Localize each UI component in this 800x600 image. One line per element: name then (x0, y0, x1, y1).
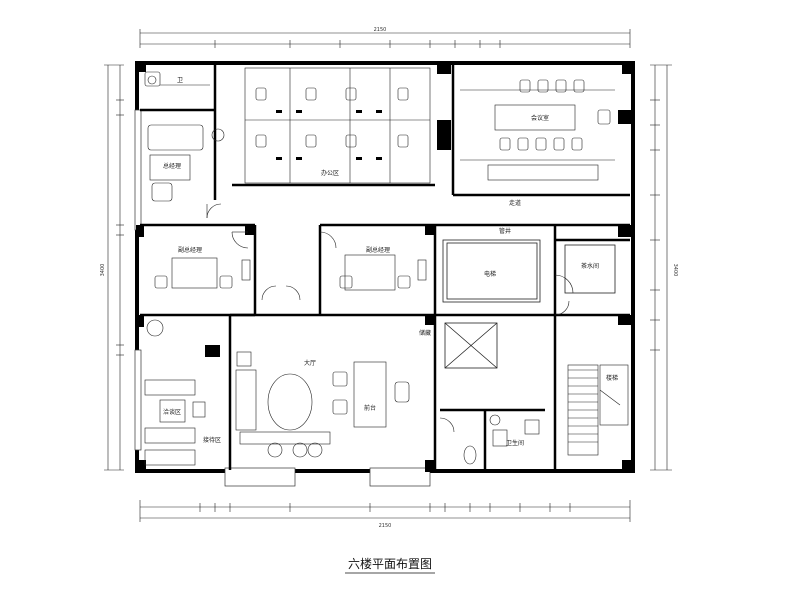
top-dimension-lines (139, 29, 631, 48)
room-label-shaft: 管井 (499, 227, 511, 235)
room-label-elevator: 电梯 (484, 270, 496, 278)
manager-office-furniture (144, 71, 225, 202)
left-total-dimension: 3400 (100, 264, 106, 277)
room-label-corridor: 走道 (509, 199, 521, 207)
left-dimension-lines (104, 64, 124, 471)
lounge-furniture (144, 319, 206, 466)
doors (206, 203, 574, 433)
toilet-fixtures (463, 414, 540, 465)
room-label-stairs: 楼梯 (606, 374, 618, 382)
room-label-lounge: 洽谈区 (163, 408, 181, 416)
room-label-conference: 会议室 (531, 114, 549, 122)
room-label-manager-office: 总经理 (163, 162, 181, 170)
left-deputy-office-furniture (154, 257, 251, 289)
right-dimension-lines (650, 64, 672, 471)
room-label-toilet: 卫生间 (506, 439, 524, 447)
right-total-dimension: 3400 (672, 264, 678, 277)
room-label-restroom-left: 卫 (177, 77, 183, 84)
room-label-open-office: 办公区 (321, 169, 339, 177)
open-office-workstations (244, 67, 431, 184)
windows (134, 109, 431, 487)
right-deputy-office-furniture (339, 254, 427, 291)
room-label-storage: 储藏 (419, 329, 431, 337)
stairwell (567, 364, 629, 456)
interior-walls (140, 63, 630, 470)
room-label-deputy-office-left: 副总经理 (178, 246, 202, 254)
room-label-lobby: 大厅 (304, 359, 316, 367)
structural-columns (136, 62, 632, 472)
elevator-shaft (442, 239, 616, 369)
room-label-pantry: 茶水间 (581, 262, 599, 270)
workstation-computers (276, 110, 382, 160)
drawing-title: 六楼平面布置图 (348, 556, 432, 571)
top-total-dimension: 2150 (374, 27, 387, 33)
reception-furniture (235, 351, 410, 458)
room-label-reception: 前台 (364, 404, 376, 412)
conference-table-group (460, 79, 615, 181)
room-label-deputy-office-right: 副总经理 (366, 246, 390, 254)
room-label-waiting: 接待区 (203, 436, 221, 444)
bottom-total-dimension: 2150 (379, 523, 392, 529)
outer-walls (135, 61, 635, 473)
bottom-dimension-lines (139, 500, 631, 522)
